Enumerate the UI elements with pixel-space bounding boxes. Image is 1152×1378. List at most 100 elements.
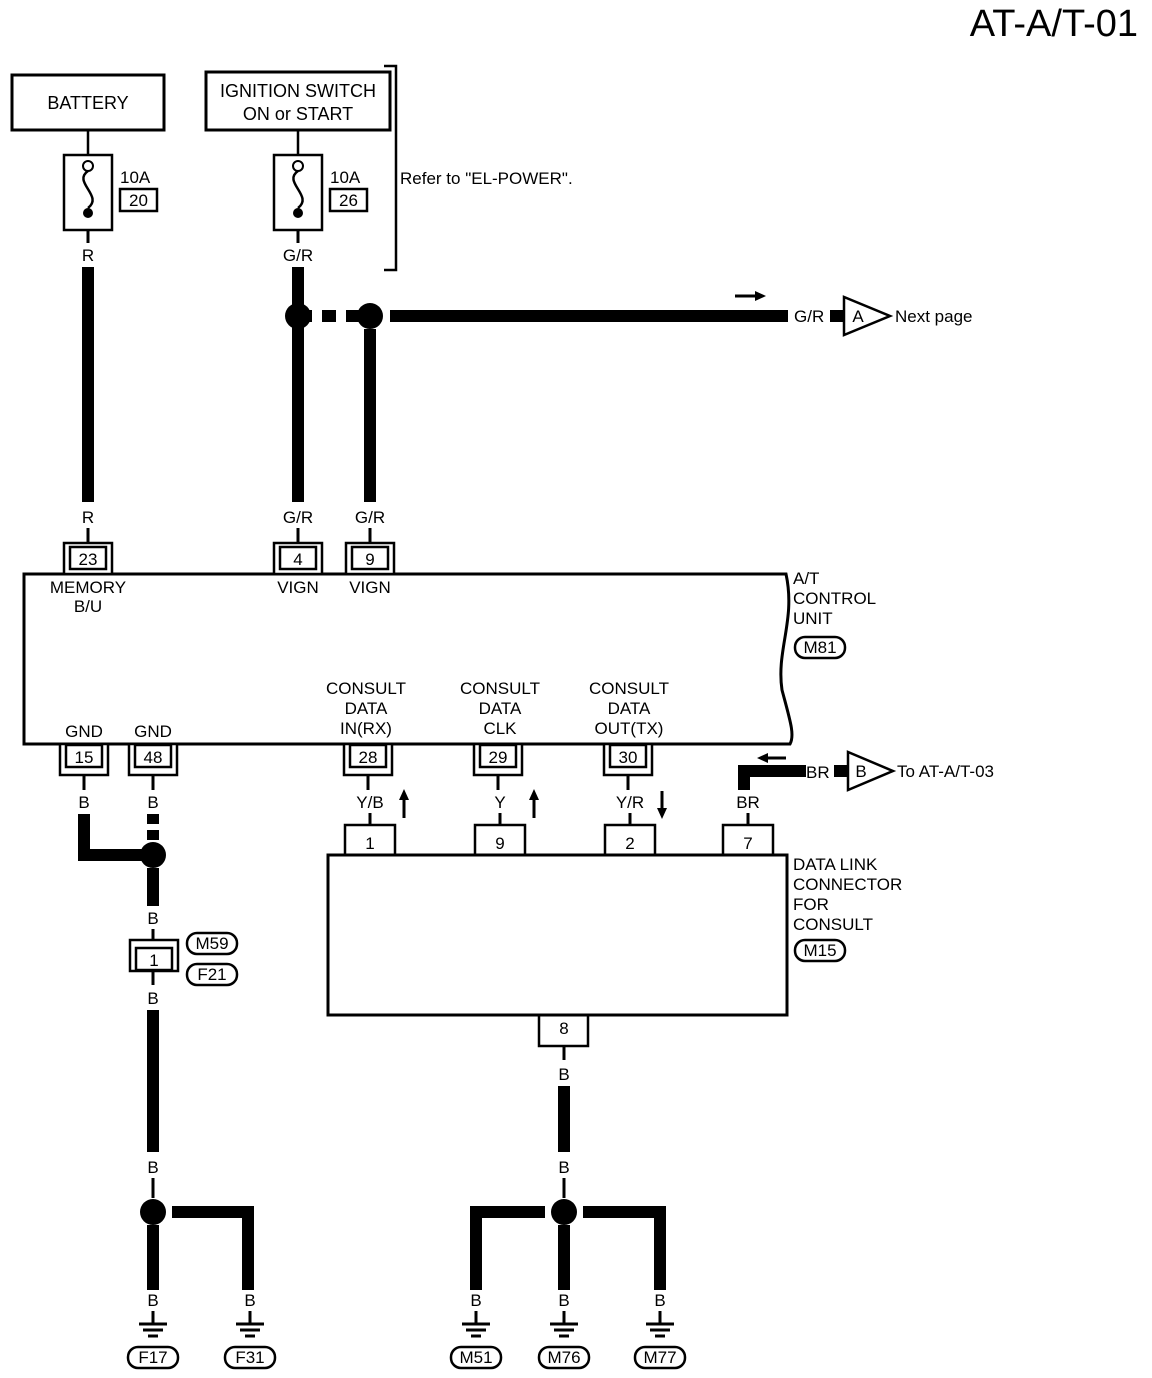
cu-pin-29-number: 29 [489,748,508,767]
dlc-pin-2-number: 2 [625,834,634,853]
splice-dot-gnd [140,842,166,868]
ground-code-m51: M51 [459,1348,492,1367]
ignition-switch-box [204,70,392,132]
page-code: AT-A/T-01 [970,3,1138,45]
cu-pin-48-label: GND [134,722,172,741]
wire-label-b-f31: B [244,1291,255,1310]
dlc-pin-8: 8 [537,1015,590,1048]
dlc-pin-1: 1 [343,823,397,855]
wire-label-gr-top: G/R [283,246,313,265]
splice-dot-ground-right [551,1199,577,1225]
wire-label-b-m51: B [470,1291,481,1310]
wire-label-b-ground-right: B [558,1158,569,1177]
wire-label-br-right: BR [806,763,830,782]
joint-pin-number: 1 [149,951,158,970]
ground-code-f31: F31 [235,1348,264,1367]
wire-label-r-top: R [82,246,94,265]
wire-b-pin15 [78,814,144,861]
dlc-pin-7: 7 [721,823,775,855]
connector-b-flag [846,750,897,792]
cu-pin-48-number: 48 [144,748,163,767]
refer-note: Refer to "EL-POWER". [400,169,573,188]
wire-label-b-f17: B [147,1291,158,1310]
battery-label: BATTERY [47,93,128,113]
wire-label-gr-pin9: G/R [355,508,385,527]
dlc-pin-9-number: 9 [495,834,504,853]
cu-pin-4: 4 [272,541,324,576]
cu-name-line3: UNIT [793,609,833,628]
cu-pin-15: 15 [58,742,110,777]
cu-pin-9-number: 9 [365,550,374,569]
wire-label-b-pin8: B [558,1065,569,1084]
ground-symbol-m51 [462,1311,490,1338]
dlc-pin-1-number: 1 [365,834,374,853]
ground-symbol-f17 [139,1311,167,1338]
fuse-26-number: 26 [339,191,358,210]
splice-dot-ground-left [140,1199,166,1225]
splice-dot-2 [357,303,383,329]
cu-pin-48: 48 [127,742,179,777]
ground-symbol-m76 [550,1311,578,1338]
wire-label-y: Y [494,793,505,812]
wire-label-b-m76: B [558,1291,569,1310]
wire-label-br-pin7: BR [736,793,760,812]
fuse-20-amp: 10A [120,168,151,187]
dlc-pin-7-number: 7 [743,834,752,853]
joint-code-bottom: F21 [197,965,226,984]
cu-pin-30-number: 30 [619,748,638,767]
battery-box [10,73,166,132]
joint-code-top: M59 [195,934,228,953]
ground-symbol-f31 [236,1311,264,1338]
cu-pin-30-label3: OUT(TX) [595,719,664,738]
fuse-26-amp: 10A [330,168,361,187]
cu-pin-29-label1: CONSULT [460,679,540,698]
wire-label-gr-pin4: G/R [283,508,313,527]
fuse-20-number: 20 [129,191,148,210]
cu-pin-29-label2: DATA [479,699,522,718]
ignition-label-line2: ON or START [243,104,353,124]
ground-symbol-m77 [646,1311,674,1338]
cu-pin-15-number: 15 [75,748,94,767]
wire-label-b-pin48: B [147,793,158,812]
cu-pin-23-number: 23 [79,550,98,569]
refer-bracket [384,64,398,272]
cu-pin-28-label3: IN(RX) [340,719,392,738]
cu-pin-28: 28 [342,742,394,777]
ground-code-m77: M77 [643,1348,676,1367]
wire-label-r-bottom: R [82,508,94,527]
dlc-name-line3: FOR [793,895,829,914]
wire-label-b-joint-bottom: B [147,989,158,1008]
wire-label-gr-right: G/R [794,307,824,326]
splice-dot-1 [285,303,311,329]
cu-pin-4-number: 4 [293,550,302,569]
wire-b-to-f31 [172,1206,254,1290]
wire-label-yr: Y/R [616,793,644,812]
ground-code-f17: F17 [138,1348,167,1367]
cu-pin-23-label1: MEMORY [50,578,126,597]
cu-pin-9: 9 [344,541,396,576]
connector-a-letter: A [852,307,864,326]
dlc-code: M15 [803,941,836,960]
cu-pin-9-label: VIGN [349,578,391,597]
wire-b-to-m77 [583,1206,666,1290]
connector-a-flag [842,295,894,337]
cu-pin-15-label: GND [65,722,103,741]
dlc-pin-8-number: 8 [559,1019,568,1038]
cu-code: M81 [803,638,836,657]
cu-pin-28-label1: CONSULT [326,679,406,698]
cu-pin-29-label3: CLK [483,719,517,738]
wire-label-b-pin15: B [78,793,89,812]
cu-pin-4-label: VIGN [277,578,319,597]
connector-a-text: Next page [895,307,973,326]
connector-b-letter: B [855,762,866,781]
dlc-name-line2: CONNECTOR [793,875,902,894]
cu-pin-30: 30 [602,742,654,777]
wire-label-b-ground-left: B [147,1158,158,1177]
dlc-pin-9: 9 [473,823,527,855]
wire-b-to-m51 [470,1206,545,1290]
dlc-name-line1: DATA LINK [793,855,878,874]
cu-pin-28-label2: DATA [345,699,388,718]
joint-connector: 1 [128,938,180,973]
